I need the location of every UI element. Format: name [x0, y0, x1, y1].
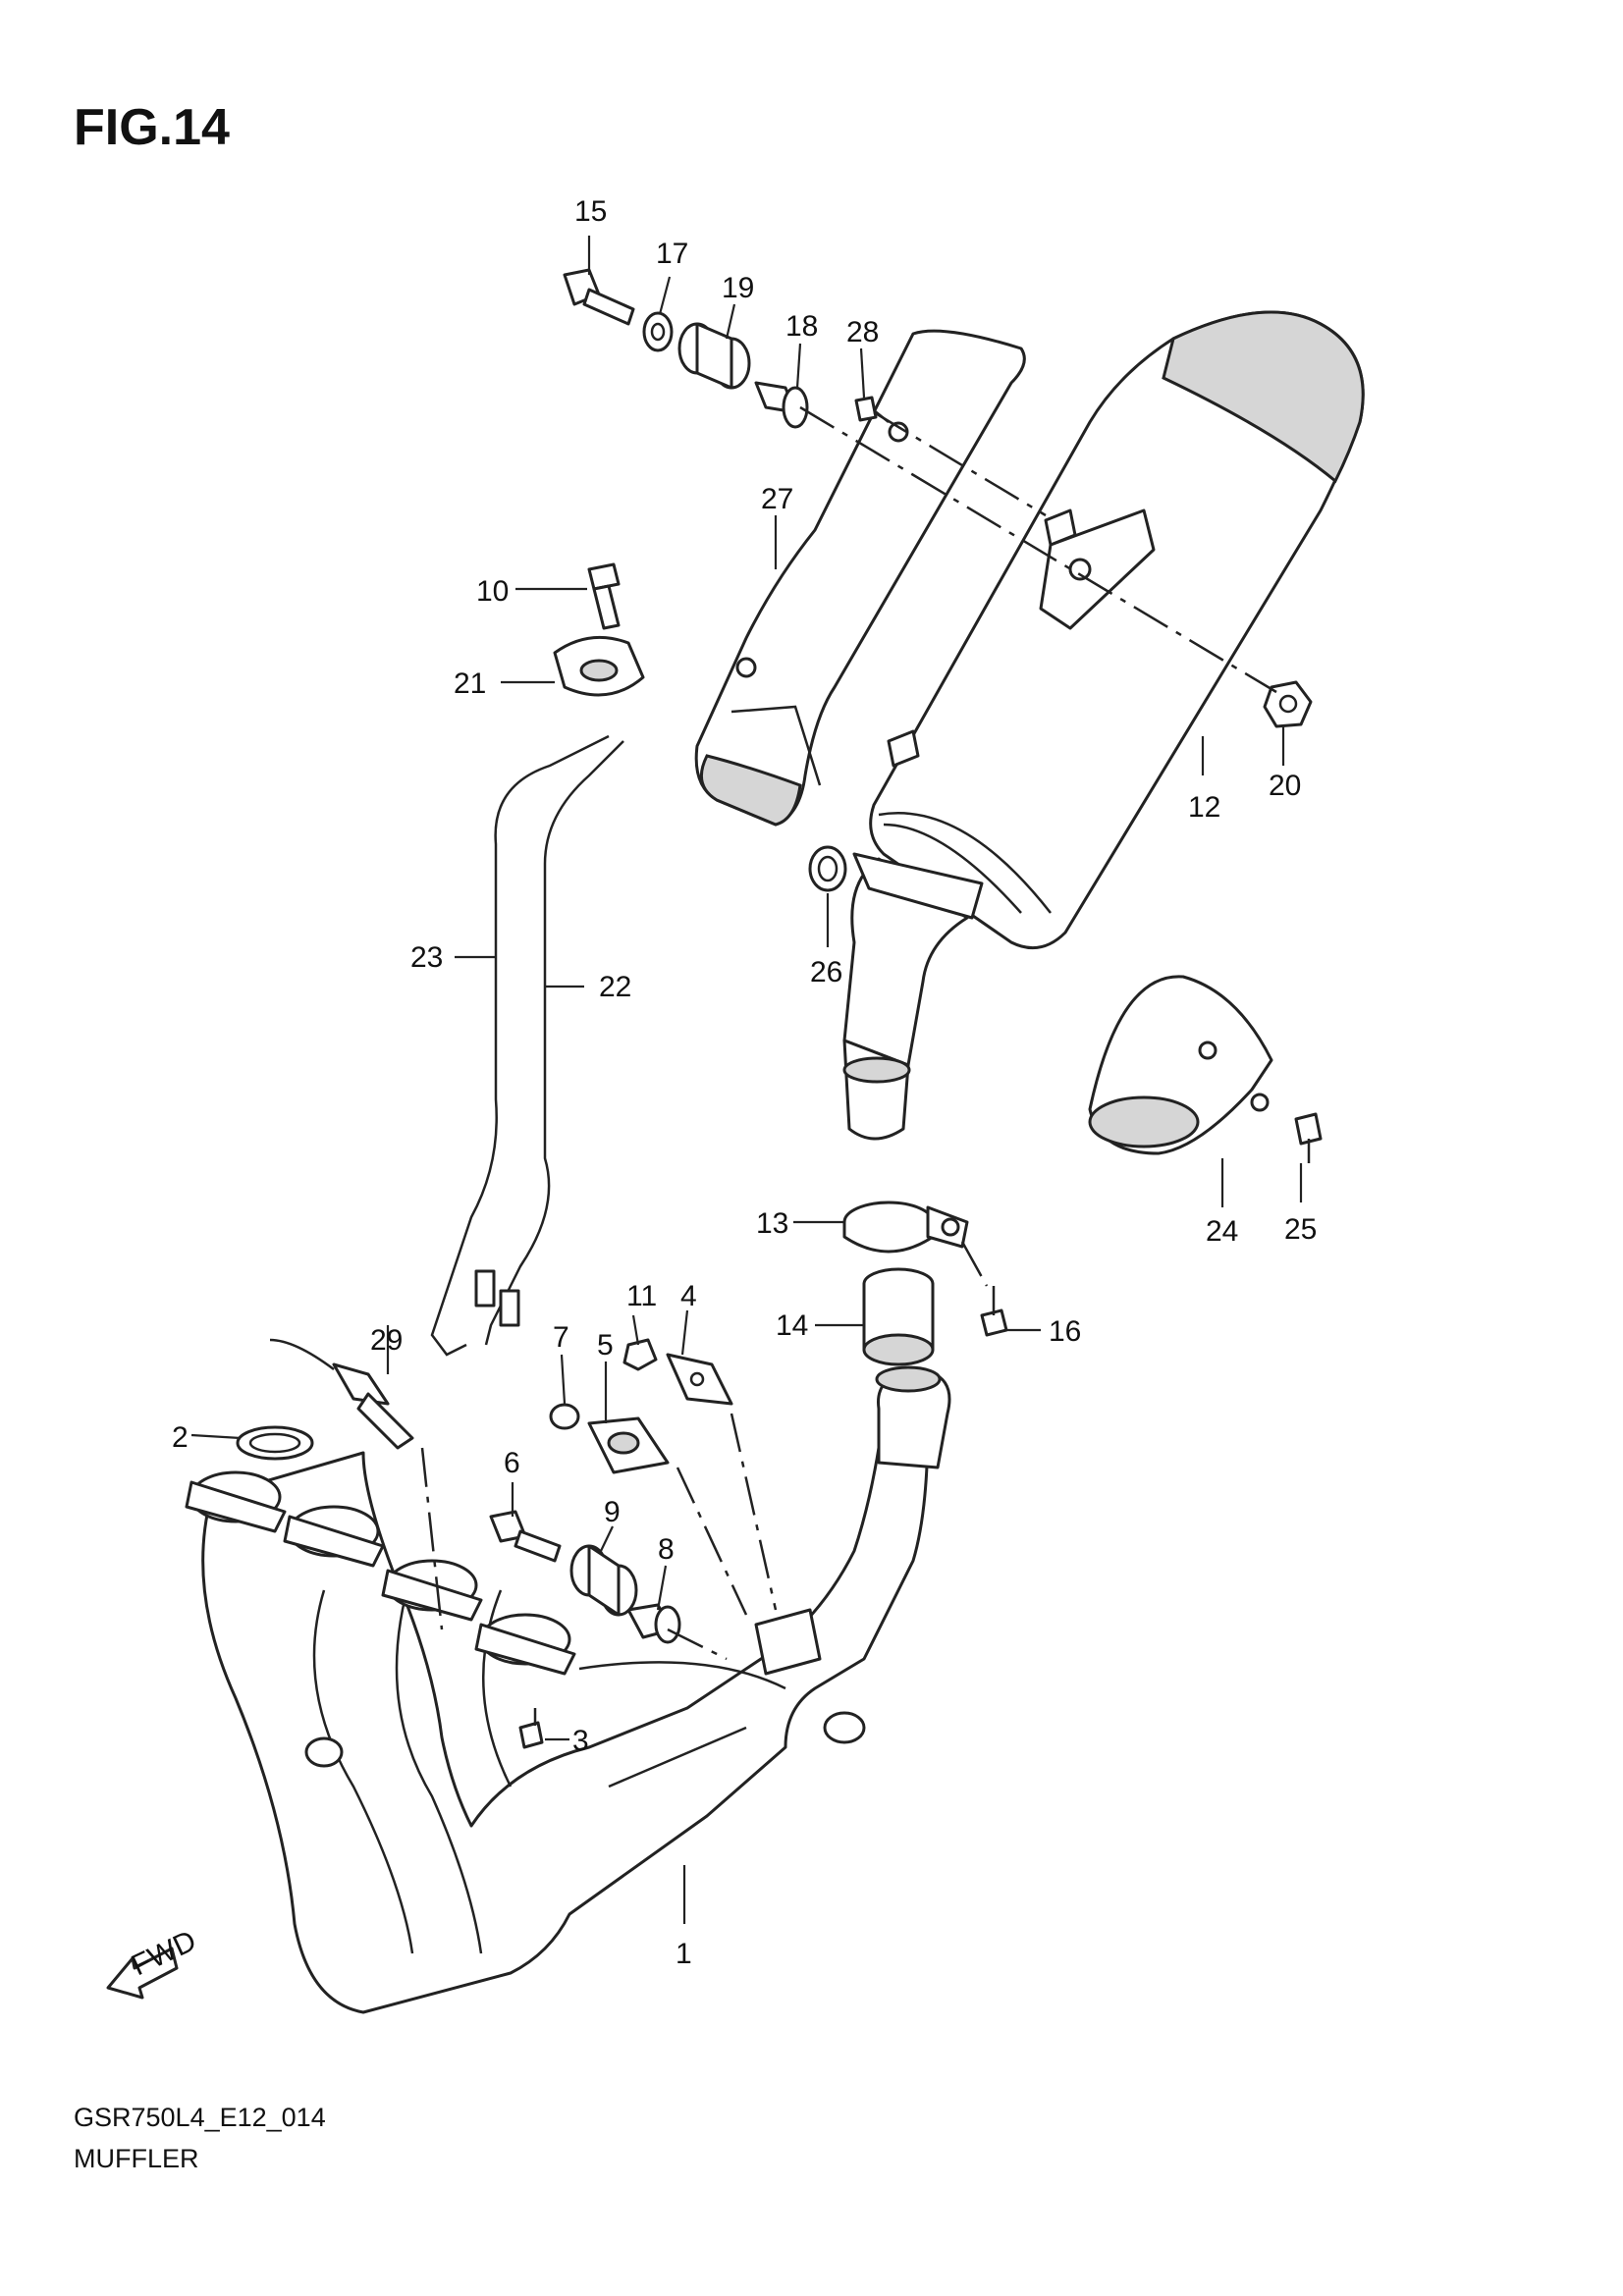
callout-24: 24 — [1206, 1215, 1238, 1248]
callout-13: 13 — [756, 1207, 788, 1240]
model-code: GSR750L4_E12_014 — [74, 2103, 326, 2132]
callout-27: 27 — [761, 483, 793, 515]
callout-19: 19 — [722, 272, 754, 304]
callout-16: 16 — [1049, 1315, 1081, 1348]
part-nut-11[interactable] — [622, 1338, 658, 1371]
leader-lines — [190, 236, 1303, 1924]
callout-8: 8 — [658, 1533, 675, 1566]
part-link-pipe[interactable] — [842, 852, 984, 1141]
part-gasket-26[interactable] — [808, 845, 847, 892]
callout-25: 25 — [1284, 1213, 1317, 1246]
part-bolt-16[interactable] — [980, 1286, 1008, 1337]
figure-name: MUFFLER — [74, 2144, 199, 2173]
part-bracket-21[interactable] — [553, 635, 645, 697]
part-muffler[interactable] — [869, 310, 1365, 950]
part-bolt-15[interactable] — [563, 268, 635, 326]
callout-1: 1 — [676, 1938, 692, 1970]
alignment-lines — [420, 405, 1277, 1661]
part-bracket-5[interactable] — [587, 1416, 670, 1474]
part-screw-25[interactable] — [1294, 1112, 1323, 1163]
part-nut-7[interactable] — [549, 1403, 580, 1430]
part-cushion-19[interactable] — [677, 322, 751, 390]
part-exhaust-pipe[interactable] — [185, 1365, 951, 2014]
part-gasket-14[interactable] — [862, 1267, 935, 1366]
part-bolt-10[interactable] — [587, 562, 621, 630]
part-washer-17[interactable] — [642, 311, 674, 352]
part-clamp[interactable] — [842, 1201, 969, 1254]
callout-23: 23 — [410, 941, 443, 974]
part-nut-20[interactable] — [1263, 680, 1313, 728]
callout-7: 7 — [553, 1321, 569, 1354]
callout-20: 20 — [1269, 770, 1301, 802]
callout-2: 2 — [172, 1421, 189, 1454]
callout-labels: 15 17 19 18 28 27 10 21 20 12 26 23 22 2… — [172, 195, 1317, 1970]
callout-17: 17 — [656, 238, 688, 270]
fwd-arrow-icon: FWD — [106, 1925, 201, 2000]
part-cushion-9[interactable] — [569, 1544, 638, 1617]
part-collar-8[interactable] — [626, 1603, 681, 1644]
callout-9: 9 — [604, 1496, 621, 1528]
figure-title: FIG.14 — [74, 99, 230, 156]
part-collar-18[interactable] — [754, 381, 809, 429]
callout-15: 15 — [574, 195, 607, 228]
callout-10: 10 — [476, 575, 509, 608]
callout-28: 28 — [846, 316, 879, 348]
part-bolt-3[interactable] — [518, 1708, 544, 1749]
callout-26: 26 — [810, 956, 842, 988]
callout-12: 12 — [1188, 791, 1220, 824]
callout-4: 4 — [680, 1280, 697, 1312]
part-gasket-2[interactable] — [236, 1425, 314, 1461]
part-lead-wires[interactable] — [430, 734, 624, 1357]
part-bracket-4[interactable] — [666, 1353, 733, 1406]
callout-22: 22 — [599, 971, 631, 1003]
part-end-cap[interactable] — [1088, 975, 1273, 1155]
part-o2-sensor-29[interactable] — [269, 1338, 414, 1450]
callout-6: 6 — [504, 1447, 520, 1479]
callout-21: 21 — [454, 667, 486, 700]
callout-11: 11 — [626, 1280, 657, 1312]
callout-14: 14 — [776, 1309, 808, 1342]
callout-29: 29 — [370, 1324, 403, 1357]
callout-5: 5 — [597, 1329, 614, 1362]
callout-3: 3 — [572, 1725, 589, 1757]
part-bolt-6[interactable] — [489, 1510, 562, 1563]
callout-18: 18 — [785, 310, 818, 343]
